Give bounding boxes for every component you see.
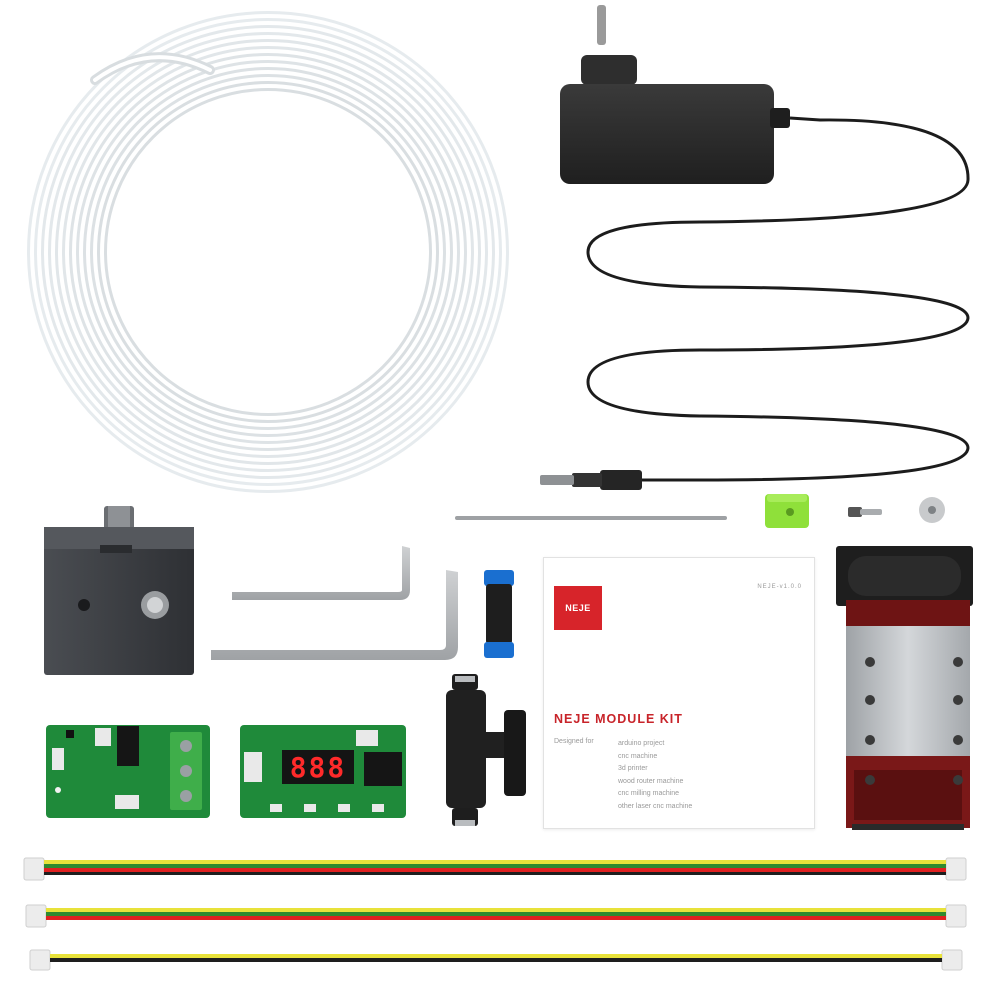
manual-version: NEJE-v1.0.0 <box>757 584 802 590</box>
tee-valve <box>446 674 526 826</box>
tubing-coil <box>27 11 509 493</box>
use-item: other laser cnc machine <box>618 802 693 810</box>
led-display: 888 <box>282 750 354 784</box>
manual-card: NEJE NEJE-v1.0.0 NEJE MODULE KIT Designe… <box>543 557 815 829</box>
manual-title: NEJE MODULE KIT <box>554 712 683 726</box>
power-adapter <box>540 5 970 490</box>
use-item: arduino project <box>618 740 665 747</box>
laser-module <box>836 546 973 830</box>
use-item: 3d printer <box>618 765 648 772</box>
cable-3 <box>29 949 963 971</box>
neje-logo: NEJE <box>554 586 602 630</box>
screw <box>848 507 882 517</box>
use-item: wood router machine <box>618 777 684 785</box>
use-item: cnc milling machine <box>618 790 680 797</box>
use-item: cnc machine <box>618 752 658 760</box>
cable-2 <box>25 904 967 928</box>
air-assist-nozzle <box>44 506 194 675</box>
uses-list: arduino project cnc machine 3d printer w… <box>618 738 692 813</box>
push-fit-connector <box>484 570 514 658</box>
designed-for-label: Designed for <box>554 738 594 745</box>
lime-spacer <box>765 494 809 528</box>
metal-rod <box>455 516 727 520</box>
driver-board <box>46 725 210 818</box>
washer <box>919 497 945 523</box>
allen-keys <box>211 546 458 660</box>
cable-1 <box>23 857 967 881</box>
